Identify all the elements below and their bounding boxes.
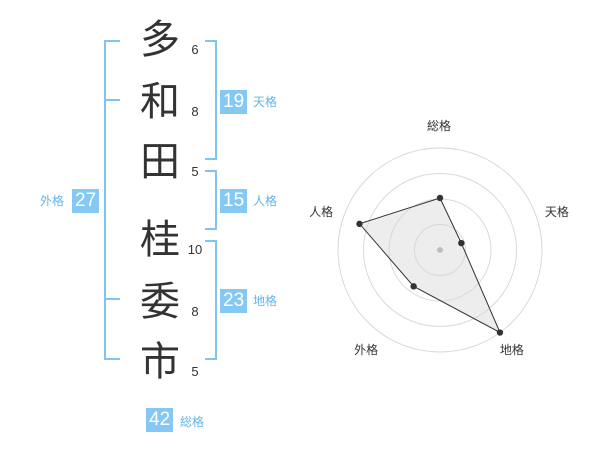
name-char-3: 田 [140,139,180,185]
gaikaku-value: 27 [72,189,100,213]
name-char-5: 委 [140,279,180,325]
radar-point [436,194,444,202]
jinkaku-value: 15 [220,189,248,213]
radar-area [358,197,502,334]
stroke-count-2: 8 [191,104,199,119]
radar-grid-ring [414,224,466,276]
stroke-count-1: 6 [191,42,199,57]
soukaku-value: 42 [146,408,174,432]
name-char-6: 市 [140,339,180,385]
stroke-count-4: 10 [187,242,203,257]
radar-point [496,329,504,336]
soukaku-label: 総格 [180,415,205,429]
radar-axis-label: 人格 [309,204,334,219]
radar-point [356,220,363,228]
radar-axis-label: 地格 [499,343,524,358]
radar-axis-label: 総格 [427,119,452,133]
tenkaku-value: 19 [220,90,248,114]
gaikaku-label: 外格 [40,194,65,208]
name-char-4: 桂 [140,217,180,263]
radar-grid-ring [363,173,517,327]
chikaku-value: 23 [220,289,248,313]
radar-center-dot [437,247,443,253]
name-char-1: 多 [140,17,180,63]
radar-axis-label: 外格 [354,343,379,358]
jinkaku-label: 人格 [253,194,278,208]
radar-point [458,239,465,247]
stroke-count-6: 5 [191,364,199,379]
stroke-count-3: 5 [191,164,199,179]
radar-point [410,283,417,290]
radar-grid-ring [337,147,543,353]
chikaku-label: 地格 [253,294,278,308]
stroke-count-5: 8 [191,304,199,319]
name-char-2: 和 [140,79,180,125]
radar-axis-label: 天格 [544,204,569,219]
tenkaku-label: 天格 [253,95,278,109]
